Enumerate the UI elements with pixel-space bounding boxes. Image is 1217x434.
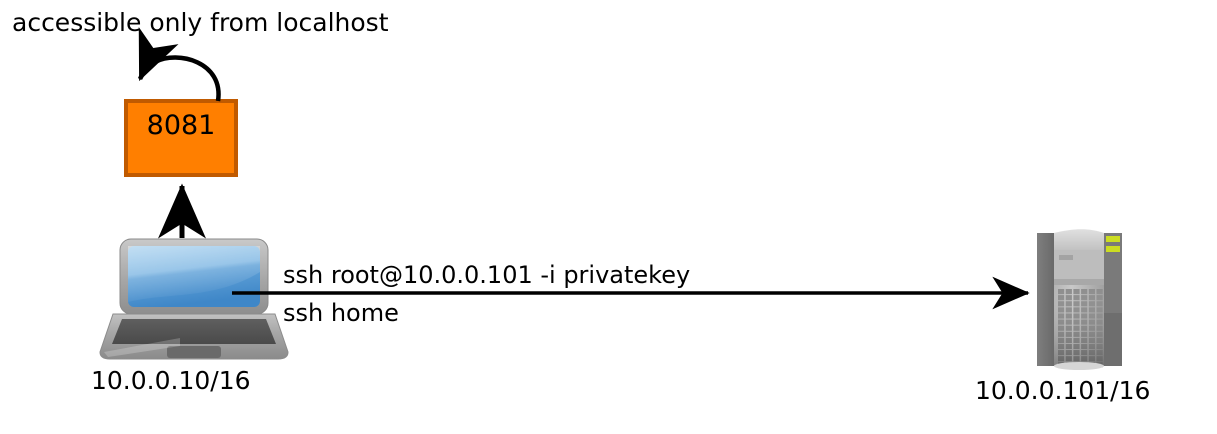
server-top-cover: [1054, 229, 1104, 256]
server-left-shade: [1037, 233, 1054, 366]
laptop-trackpad: [167, 346, 221, 358]
server-bay-divider: [1054, 279, 1104, 285]
ssh-alias-label: ssh home: [283, 299, 399, 327]
laptop-keyboard: [112, 319, 276, 344]
server-ip-label: 10.0.0.101/16: [975, 376, 1151, 405]
server-bay-label: [1059, 255, 1073, 260]
laptop-ip-label: 10.0.0.10/16: [91, 366, 251, 395]
port-box-rect[interactable]: [124, 99, 238, 177]
server-right-panel-shadow: [1104, 313, 1122, 366]
ssh-command-label: ssh root@10.0.0.101 -i privatekey: [283, 261, 691, 289]
server-face-shading: [1054, 285, 1104, 366]
port-box[interactable]: [124, 99, 238, 177]
server-left-panel: [1037, 233, 1054, 366]
server-foot: [1054, 362, 1104, 370]
diagram-title: accessible only from localhost: [12, 8, 389, 37]
server-icon: [1037, 229, 1122, 370]
server-upper-bay: [1054, 250, 1104, 279]
laptop-base-highlight: [104, 338, 180, 357]
laptop-icon: [99, 238, 289, 360]
edge-self-loop: [137, 27, 221, 102]
port-box-label: 8081: [146, 110, 216, 141]
server-led-top: [1106, 236, 1120, 242]
laptop-screen-gloss: [128, 246, 260, 302]
server-led-bottom: [1106, 246, 1120, 252]
